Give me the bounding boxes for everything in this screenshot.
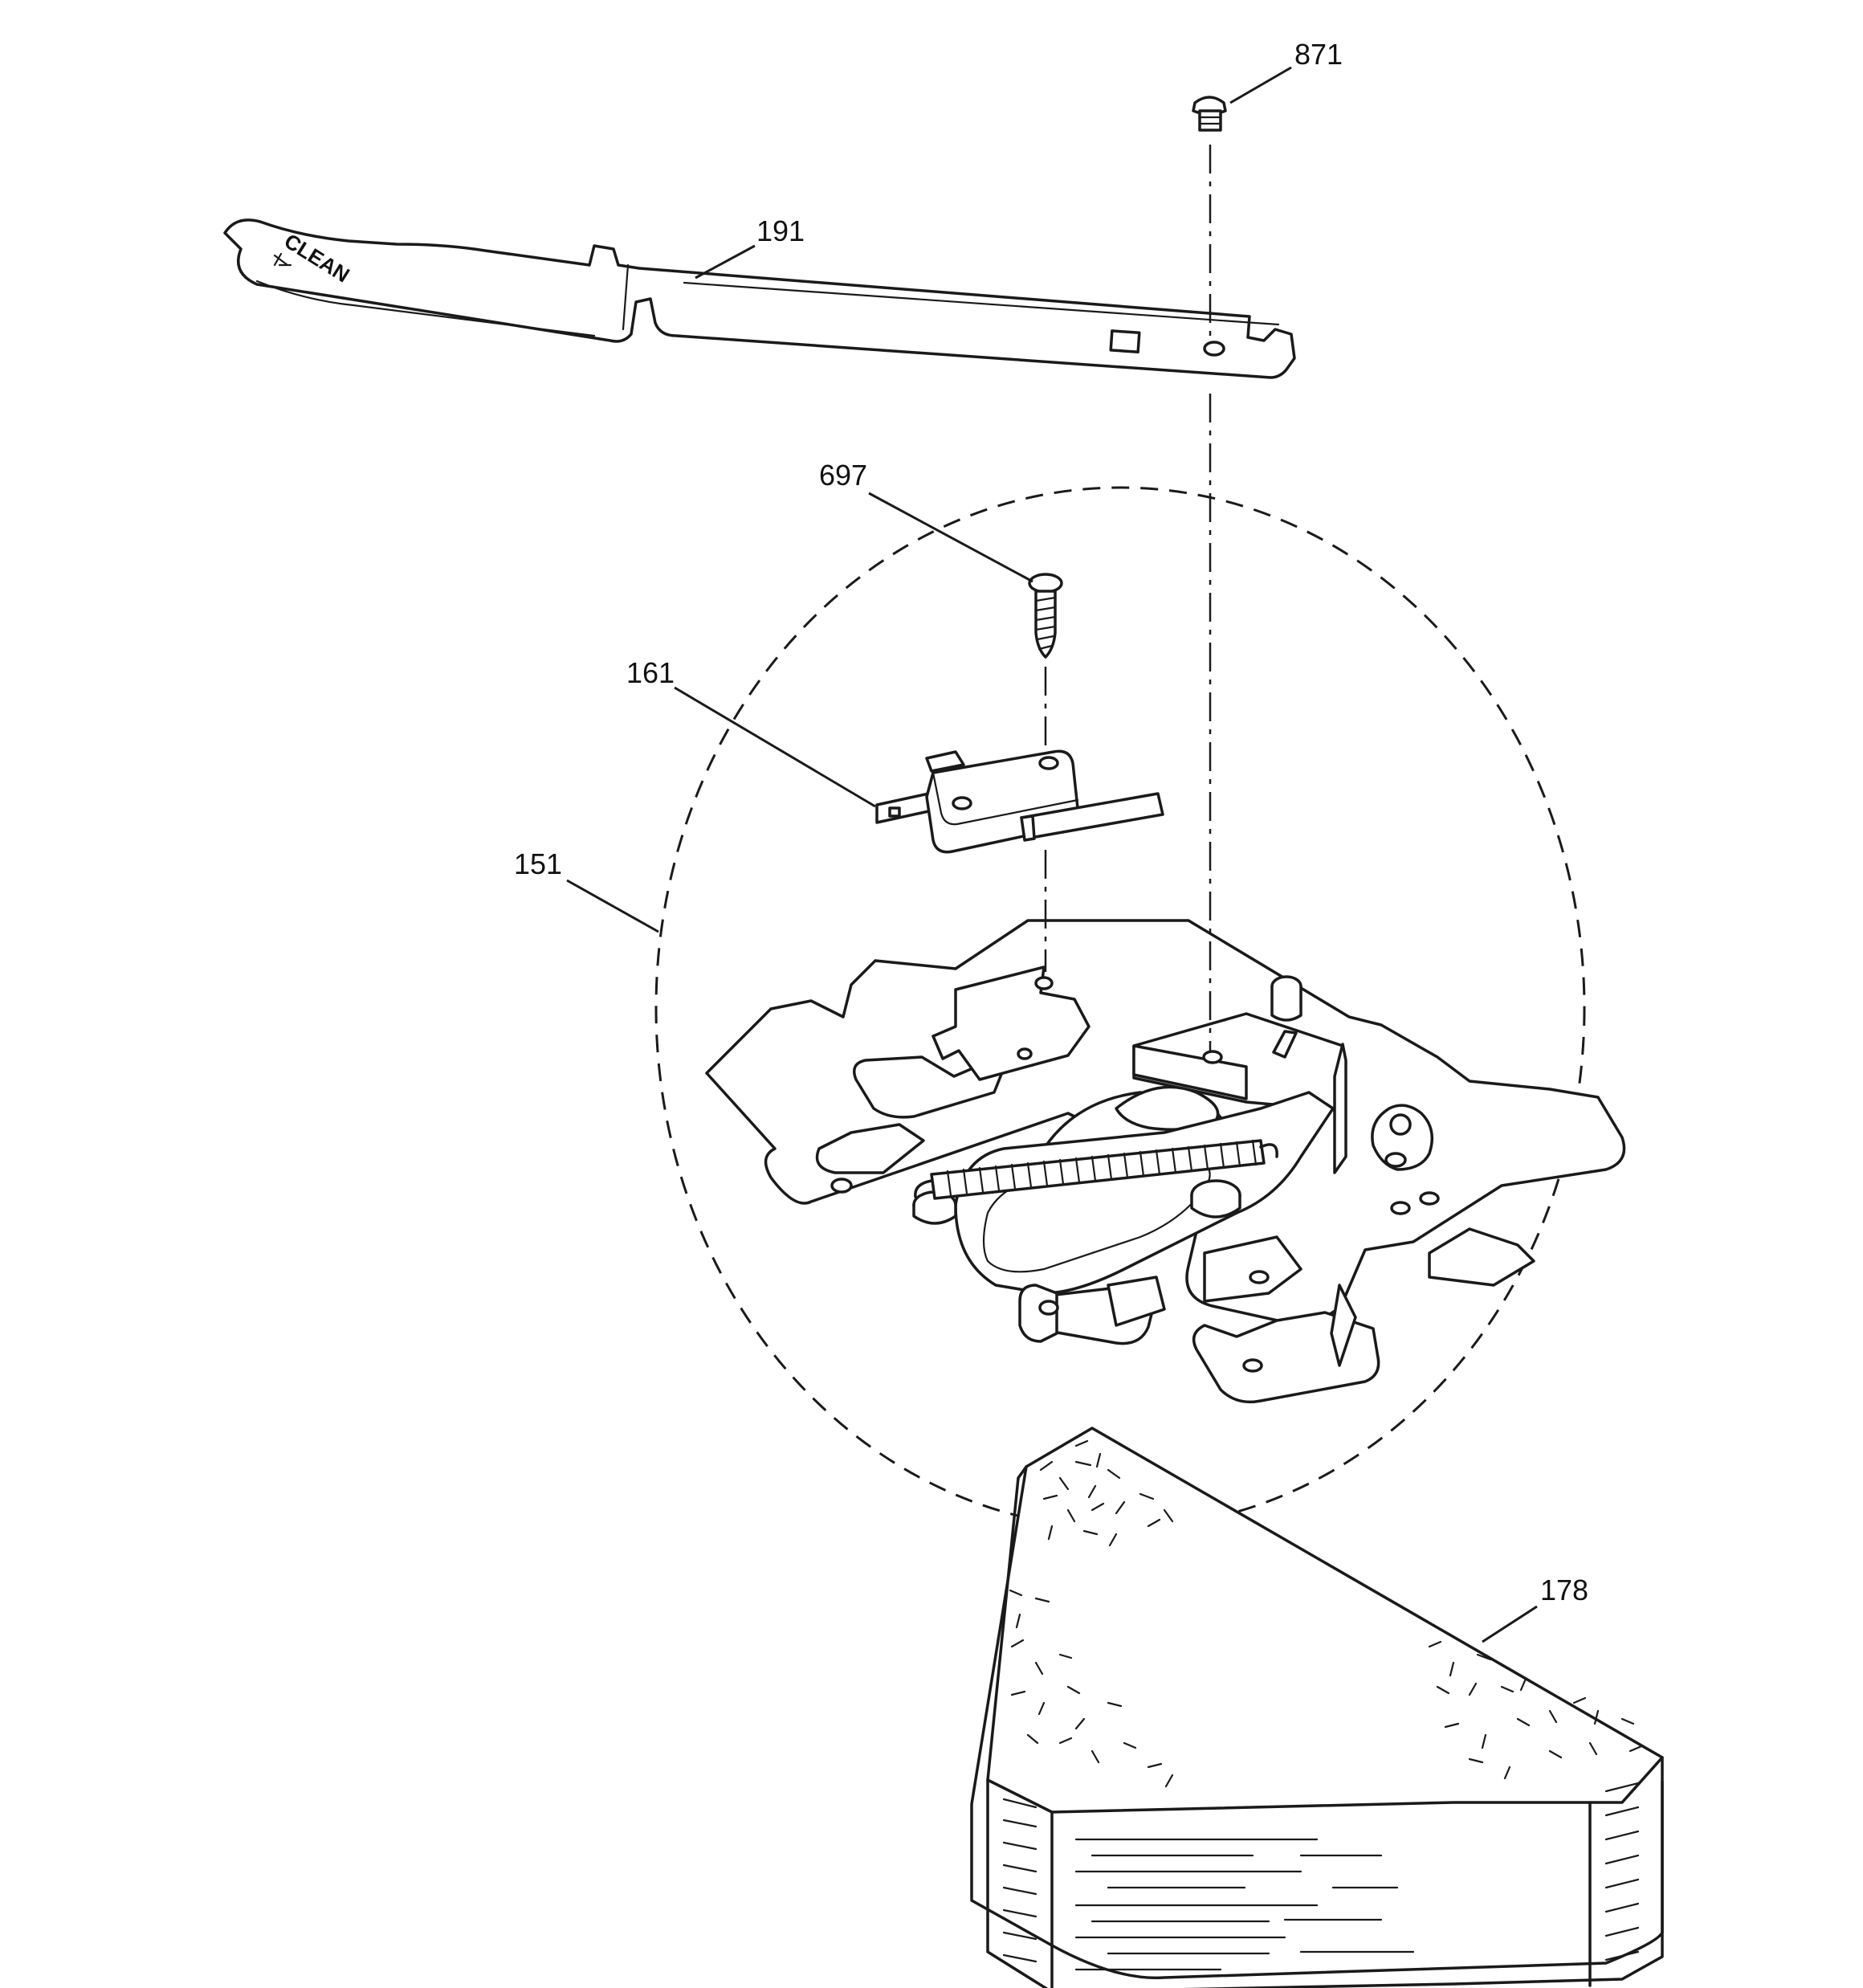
callout-697: 697 — [819, 459, 867, 492]
leader-151 — [566, 879, 659, 933]
tension-spring-icon — [914, 1139, 1278, 1200]
leader-178 — [1482, 1605, 1538, 1643]
lock-lever-191: CLEAN — [223, 218, 1296, 379]
leader-697 — [868, 492, 1033, 583]
callout-178: 178 — [1540, 1574, 1588, 1606]
assembly-group-outline — [654, 486, 1586, 1530]
screw-697-icon — [1028, 573, 1063, 659]
callout-161: 161 — [626, 656, 675, 689]
door-latch-base-151 — [705, 919, 1626, 1404]
callout-191: 191 — [756, 214, 805, 247]
callout-871: 871 — [1294, 38, 1343, 71]
leader-191 — [695, 244, 756, 280]
leader-871 — [1229, 66, 1292, 104]
insulation-block-178 — [970, 1427, 1664, 1988]
screw-871-icon — [1192, 96, 1227, 132]
leader-161 — [674, 686, 876, 808]
micro-switch-161 — [875, 749, 1164, 854]
callout-151: 151 — [514, 847, 562, 880]
